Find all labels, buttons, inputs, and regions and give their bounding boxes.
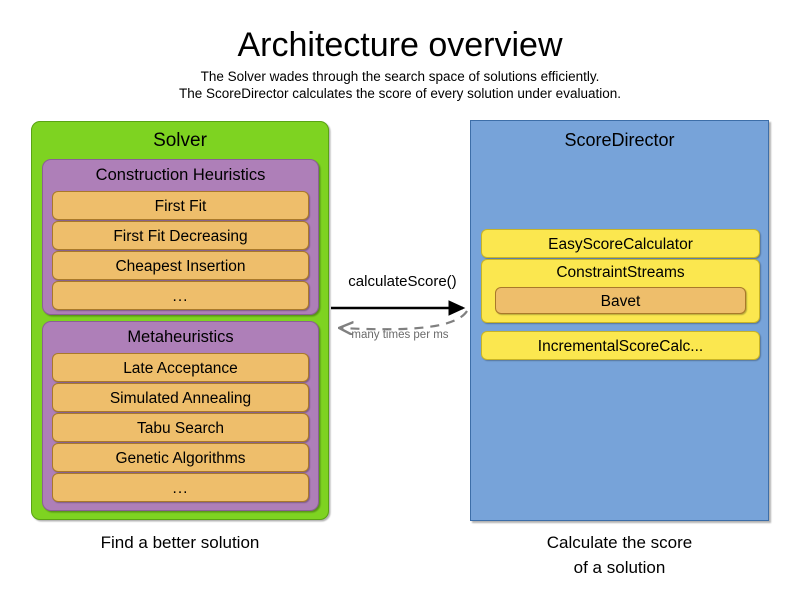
score-director-title: ScoreDirector	[564, 130, 675, 150]
score-director-caption-line-1: Calculate the score	[546, 533, 693, 552]
construction-heuristics-list: First Fit First Fit Decreasing Cheapest …	[52, 191, 309, 311]
algorithm-item-late-acceptance[interactable]: Late Acceptance	[52, 353, 309, 382]
metaheuristics-title: Metaheuristics	[127, 328, 234, 346]
algorithm-item-first-fit[interactable]: First Fit	[52, 191, 309, 220]
algorithm-item-cheapest-insertion[interactable]: Cheapest Insertion	[52, 251, 309, 280]
algorithm-item-more-construction[interactable]: ...	[52, 281, 309, 310]
score-director-caption-line-2: of a solution	[573, 558, 666, 577]
solver-title: Solver	[153, 130, 207, 151]
subtitle-line-2: The ScoreDirector calculates the score o…	[179, 86, 621, 101]
metaheuristics-list: Late Acceptance Simulated Annealing Tabu…	[52, 353, 309, 503]
calculator-item-easy-score-calculator[interactable]: EasyScoreCalculator	[481, 229, 760, 258]
score-director-box: ScoreDirector EasyScoreCalculator Constr…	[470, 120, 769, 521]
subtitle-line-1: The Solver wades through the search spac…	[200, 69, 600, 84]
calculate-score-label: calculateScore()	[348, 273, 457, 290]
algorithm-item-genetic-algorithms[interactable]: Genetic Algorithms	[52, 443, 309, 472]
many-times-per-ms-label: many times per ms	[351, 329, 449, 341]
page-subtitle: The Solver wades through the search spac…	[0, 68, 800, 102]
solver-caption: Find a better solution	[100, 533, 260, 552]
constraint-streams-label: ConstraintStreams	[556, 264, 685, 281]
solver-box: Solver Construction Heuristics First Fit…	[31, 121, 329, 520]
construction-heuristics-title: Construction Heuristics	[95, 166, 266, 184]
page-title: Architecture overview	[237, 26, 563, 64]
algorithm-item-simulated-annealing[interactable]: Simulated Annealing	[52, 383, 309, 412]
score-director-caption: Calculate the score of a solution	[470, 530, 769, 580]
many-times-per-ms-arrow	[341, 310, 468, 329]
construction-heuristics-panel: Construction Heuristics First Fit First …	[42, 159, 319, 315]
algorithm-item-tabu-search[interactable]: Tabu Search	[52, 413, 309, 442]
calculator-item-constraint-streams[interactable]: ConstraintStreams Bavet	[481, 259, 760, 323]
metaheuristics-panel: Metaheuristics Late Acceptance Simulated…	[42, 321, 319, 511]
calculator-item-bavet[interactable]: Bavet	[495, 287, 746, 314]
algorithm-item-first-fit-decreasing[interactable]: First Fit Decreasing	[52, 221, 309, 250]
algorithm-item-more-metaheuristics[interactable]: ...	[52, 473, 309, 502]
calculator-item-incremental-score-calculator[interactable]: IncrementalScoreCalc...	[481, 331, 760, 360]
